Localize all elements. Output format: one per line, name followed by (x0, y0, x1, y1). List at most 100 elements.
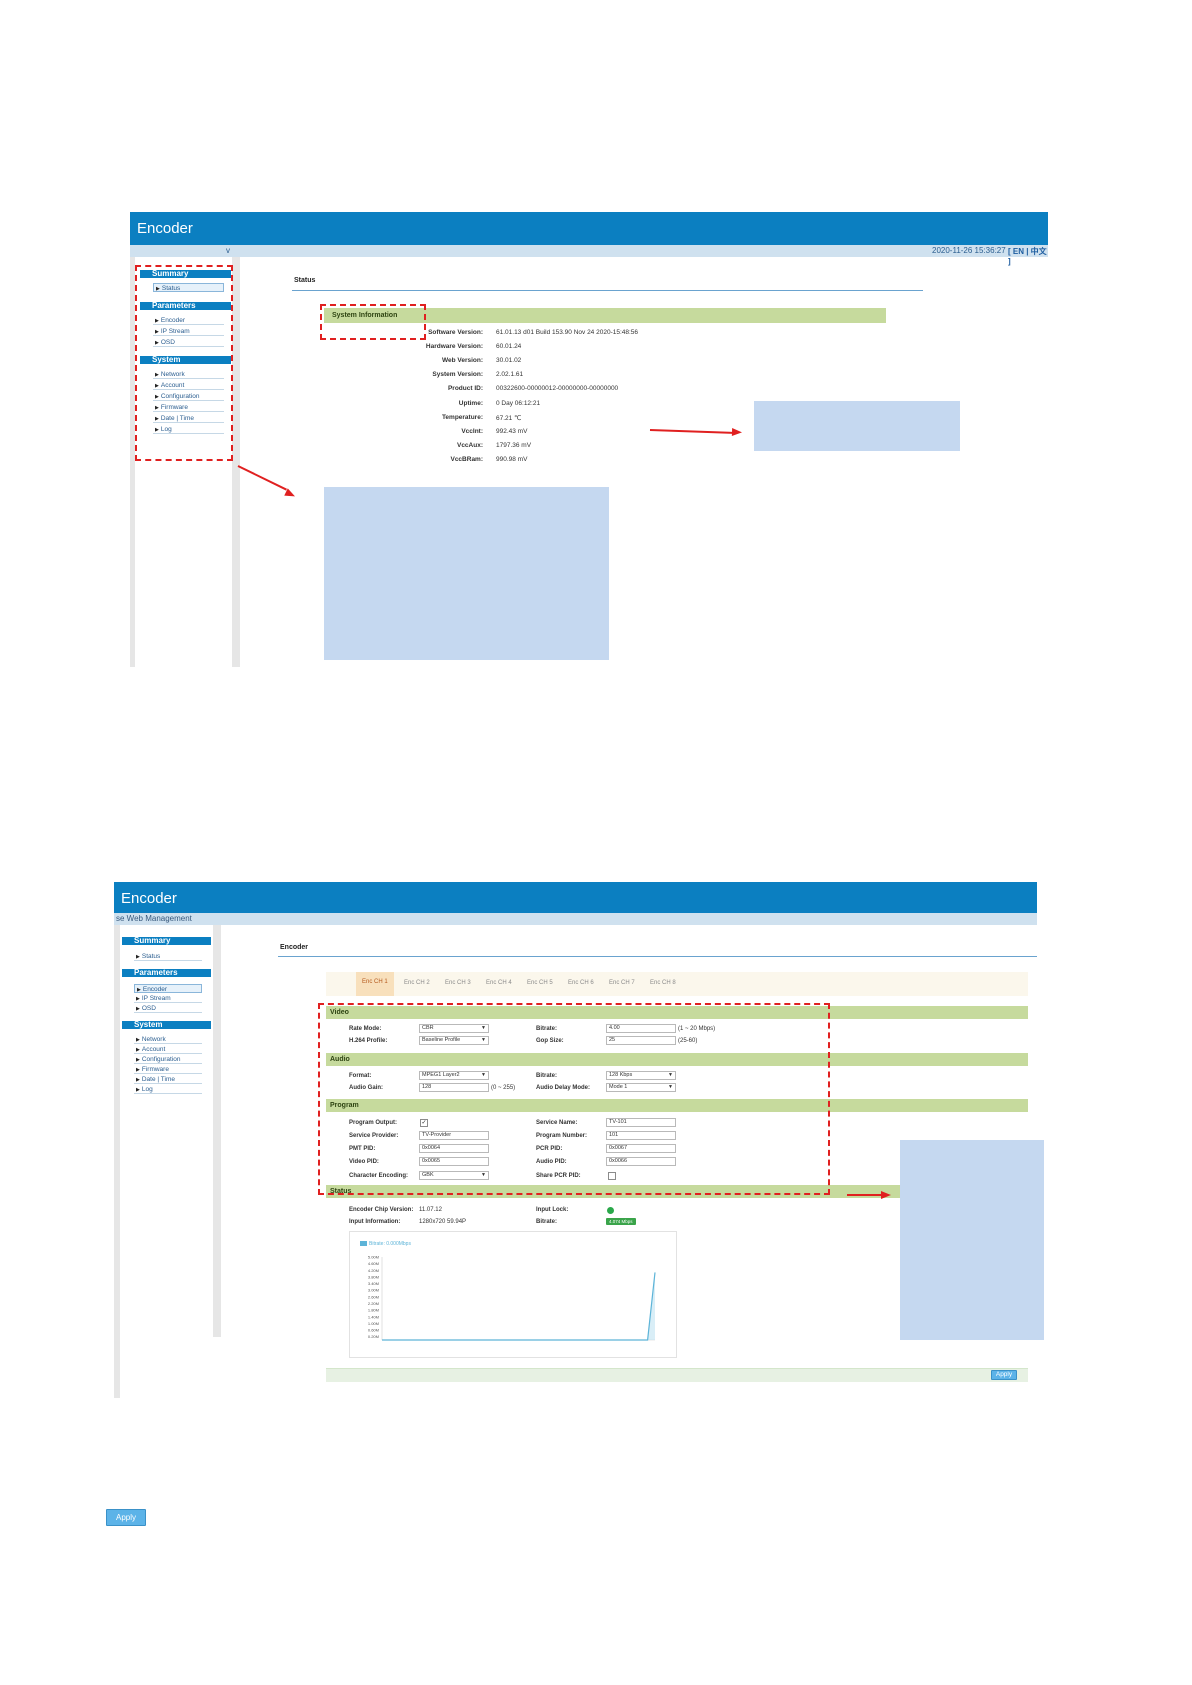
share-pcr-checkbox[interactable] (608, 1172, 616, 1180)
sidebar-section-system: System (140, 356, 231, 364)
triangle-right-icon: ▶ (136, 1077, 140, 1083)
sidebar-item-firmware[interactable]: ▶Firmware (153, 403, 224, 412)
sidebar-item-ip-stream[interactable]: ▶IP Stream (153, 327, 224, 336)
chart-y-tick-label: 2.20M (368, 1301, 379, 1306)
program-number-input[interactable]: 101 (606, 1131, 676, 1140)
tab-enc-ch-3[interactable]: Enc CH 3 (445, 980, 471, 986)
sidebar-item-log[interactable]: ▶Log (153, 425, 224, 434)
system-info-value: 60.01.24 (496, 343, 522, 351)
section-audio: Audio (326, 1053, 1028, 1066)
page-title-rule (292, 290, 923, 291)
rate-mode-select[interactable]: CBR▼ (419, 1024, 489, 1033)
sidebar-section-parameters: Parameters (140, 302, 231, 310)
tab-enc-ch-2[interactable]: Enc CH 2 (404, 980, 430, 986)
sidebar2-item-log[interactable]: ▶Log (134, 1085, 202, 1094)
chart-y-tick-label: 0.20M (368, 1334, 379, 1339)
sidebar-item-encoder[interactable]: ▶Encoder (153, 316, 224, 325)
sidebar2-item-status[interactable]: ▶Status (134, 952, 202, 961)
pcr-pid-label: PCR PID: (536, 1146, 563, 1152)
callout-box-encoder (900, 1140, 1044, 1340)
tab-enc-ch-5[interactable]: Enc CH 5 (527, 980, 553, 986)
system-info-label: System Version: (432, 371, 483, 379)
sidebar2-item-firmware[interactable]: ▶Firmware (134, 1065, 202, 1074)
audio-delay-select[interactable]: Mode 1▼ (606, 1083, 676, 1092)
system-info-label: VccInt: (461, 427, 483, 435)
triangle-right-icon: ▶ (155, 427, 159, 433)
app-title-2: Encoder (121, 890, 177, 907)
system-info-value: 67.21 ℃ (496, 414, 522, 422)
chart-y-tick-label: 1.00M (368, 1321, 379, 1326)
audio-pid-input[interactable]: 0x0066 (606, 1157, 676, 1166)
pmt-pid-input[interactable]: 0x0064 (419, 1144, 489, 1153)
annotation-box-sidebar (135, 265, 233, 461)
system-info-value: 00322600-00000012-00000000-00000000 (496, 385, 619, 393)
service-name-label: Service Name: (536, 1120, 578, 1126)
sidebar-item-network[interactable]: ▶Network (153, 370, 224, 379)
input-lock-indicator (607, 1207, 614, 1214)
system-info-value: 0 Day 06:12:21 (496, 399, 541, 407)
sidebar-item-configuration[interactable]: ▶Configuration (153, 392, 224, 401)
sidebar2-section-summary: Summary (122, 937, 211, 945)
chevron-down-icon: ▼ (481, 1172, 486, 1178)
apply-button[interactable]: Apply (991, 1370, 1017, 1380)
service-provider-input[interactable]: TV-Provider (419, 1131, 489, 1140)
sidebar-item-date-time[interactable]: ▶Date | Time (153, 414, 224, 423)
share-pcr-label: Share PCR PID: (536, 1173, 581, 1179)
character-encoding-label: Character Encoding: (349, 1173, 409, 1179)
triangle-right-icon: ▶ (155, 416, 159, 422)
chevron-down-icon: ▼ (668, 1072, 673, 1078)
channel-tabs (326, 972, 1028, 996)
sidebar2-item-encoder[interactable]: ▶Encoder (134, 984, 202, 993)
left-gutter-2 (114, 925, 120, 1398)
chart-y-tick-label: 4.60M (368, 1261, 379, 1266)
sidebar2-item-configuration[interactable]: ▶Configuration (134, 1055, 202, 1064)
sidebar2-item-ip-stream[interactable]: ▶IP Stream (134, 994, 202, 1003)
tab-enc-ch-4[interactable]: Enc CH 4 (486, 980, 512, 986)
video-pid-label: Video PID: (349, 1159, 379, 1165)
chip-version-value: 11.07.12 (419, 1207, 442, 1213)
video-bitrate-input[interactable]: 4.00 (606, 1024, 676, 1033)
sub-bar-title-2: se Web Management (116, 914, 192, 923)
program-output-checkbox[interactable]: ✓ (420, 1119, 428, 1127)
header-bar: Encoder (130, 212, 1048, 245)
system-info-value: 992.43 mV (496, 427, 528, 435)
sidebar-item-status[interactable]: ▶Status (153, 283, 224, 292)
system-info-value: 1797.36 mV (496, 441, 532, 449)
sidebar-section-summary: Summary (140, 270, 231, 278)
section-program: Program (326, 1099, 1028, 1112)
tab-enc-ch-6[interactable]: Enc CH 6 (568, 980, 594, 986)
pcr-pid-input[interactable]: 0x0067 (606, 1144, 676, 1153)
video-pid-input[interactable]: 0x0065 (419, 1157, 489, 1166)
sidebar2-item-network[interactable]: ▶Network (134, 1035, 202, 1044)
triangle-right-icon: ▶ (155, 372, 159, 378)
system-info-label: Web Version: (441, 357, 483, 365)
triangle-right-icon: ▶ (155, 329, 159, 335)
sidebar2-item-osd[interactable]: ▶OSD (134, 1004, 202, 1013)
triangle-right-icon: ▶ (136, 1067, 140, 1073)
sub-bar: v 2020-11-26 15:36:27 [ EN | 中文 ] (130, 245, 1048, 266)
tab-enc-ch-8[interactable]: Enc CH 8 (650, 980, 676, 986)
arrow-right-head (731, 428, 743, 437)
tab-enc-ch-1[interactable]: Enc CH 1 (356, 972, 394, 996)
sidebar-item-account[interactable]: ▶Account (153, 381, 224, 390)
audio-delay-label: Audio Delay Mode: (536, 1085, 591, 1091)
language-switch[interactable]: [ EN | 中文 ] (1008, 247, 1047, 266)
system-info-label: Hardware Version: (425, 343, 483, 351)
service-name-input[interactable]: TV-101 (606, 1118, 676, 1127)
audio-bitrate-select[interactable]: 128 Kbps▼ (606, 1071, 676, 1080)
tab-enc-ch-7[interactable]: Enc CH 7 (609, 980, 635, 986)
apply-button-sample[interactable]: Apply (106, 1509, 146, 1526)
system-info-value: 2.02.1.61 (496, 371, 524, 379)
sidebar2-item-date-time[interactable]: ▶Date | Time (134, 1075, 202, 1084)
sidebar-item-osd[interactable]: ▶OSD (153, 338, 224, 347)
h264-profile-select[interactable]: Baseline Profile▼ (419, 1036, 489, 1045)
sidebar2-item-account[interactable]: ▶Account (134, 1045, 202, 1054)
audio-gain-input[interactable]: 128 (419, 1083, 489, 1092)
gop-size-input[interactable]: 25 (606, 1036, 676, 1045)
chart-plot: 5.00M4.60M4.20M3.80M3.40M3.00M2.60M2.20M… (368, 1255, 656, 1341)
triangle-right-icon: ▶ (155, 394, 159, 400)
character-encoding-select[interactable]: GBK▼ (419, 1171, 489, 1180)
app-title: Encoder (137, 220, 193, 237)
audio-format-select[interactable]: MPEG1 Layer2▼ (419, 1071, 489, 1080)
audio-bitrate-label: Bitrate: (536, 1073, 558, 1079)
